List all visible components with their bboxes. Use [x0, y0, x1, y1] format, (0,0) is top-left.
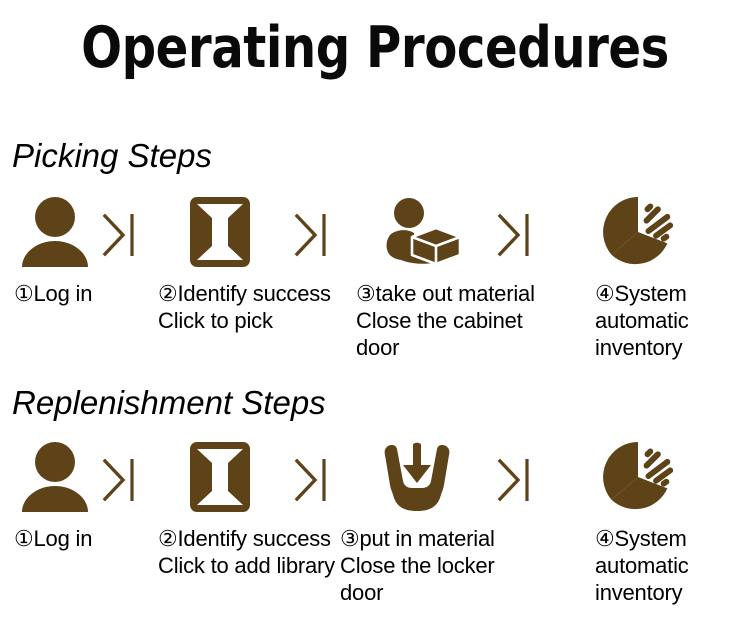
step-replenishment-3-label: ③put in material Close the locker door	[340, 526, 495, 605]
step-picking-1-label: ①Log in	[14, 281, 93, 306]
chevron-bar-icon	[496, 457, 530, 508]
step-picking-2: ②Identify success Click to pick	[158, 196, 331, 333]
step-replenishment-4-label: ④System automatic inventory	[595, 526, 689, 605]
step-picking-2-label: ②Identify success Click to pick	[158, 281, 331, 333]
step-replenishment-1-label: ①Log in	[14, 526, 93, 551]
page-title: Operating Procedures	[81, 15, 669, 81]
pie-chart-icon	[600, 441, 676, 513]
chevron-bar-icon	[293, 457, 327, 508]
step-replenishment-4: ④System automatic inventory	[595, 441, 689, 605]
chevron-bar-icon	[101, 457, 135, 508]
cabinet-door-icon	[188, 196, 252, 268]
person-carrying-box-icon	[378, 196, 462, 268]
chevron-bar-icon	[293, 212, 327, 263]
section-heading-picking: Picking Steps	[12, 137, 212, 174]
step-picking-1: ①Log in	[14, 196, 92, 306]
chevron-bar-icon	[101, 212, 135, 263]
bin-down-arrow-icon	[380, 441, 454, 513]
step-picking-4-label: ④System automatic inventory	[595, 281, 689, 360]
step-replenishment-2: ②Identify success Click to add library	[158, 441, 335, 578]
pie-chart-icon	[600, 196, 676, 268]
person-icon	[20, 196, 90, 268]
step-picking-3-label: ③take out material Close the cabinet doo…	[356, 281, 535, 360]
chevron-bar-icon	[496, 212, 530, 263]
picking-steps-row: ①Log in ②Identify success Click to pick	[0, 196, 750, 376]
step-replenishment-2-label: ②Identify success Click to add library	[158, 526, 335, 578]
step-replenishment-1: ①Log in	[14, 441, 92, 551]
replenishment-steps-row: ①Log in ②Identify success Click to add l…	[0, 441, 750, 626]
cabinet-door-icon	[188, 441, 252, 513]
step-picking-4: ④System automatic inventory	[595, 196, 689, 360]
step-picking-3: ③take out material Close the cabinet doo…	[356, 196, 535, 360]
step-replenishment-3: ③put in material Close the locker door	[340, 441, 495, 605]
section-heading-replenishment: Replenishment Steps	[12, 384, 326, 421]
person-icon	[20, 441, 90, 513]
